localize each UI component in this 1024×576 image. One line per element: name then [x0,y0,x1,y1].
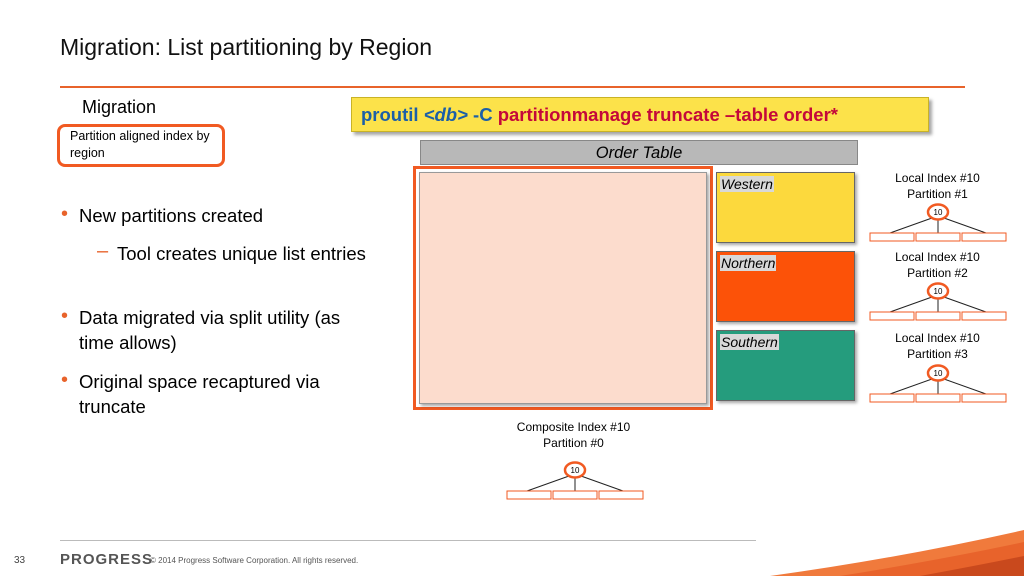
bullet-item: • Original space recaptured via truncate [61,369,379,419]
bullet-text: Data migrated via split utility (as time… [79,307,341,353]
node-value: 10 [934,208,943,217]
index-name: Composite Index #10 [516,420,631,434]
command-box: proutil <db> -C partitionmanage truncate… [351,97,929,132]
node-value: 10 [934,287,943,296]
slide-title: Migration: List partitioning by Region [60,34,433,60]
partition-western: Western [716,172,855,243]
index-label: Local Index #10 Partition #1 [880,170,995,202]
command-action: partitionmanage truncate –table order* [497,104,838,125]
partition-label: Northern [720,255,777,271]
callout-text: Partition aligned index by region [70,129,210,160]
index-tree-diagram: 10 [506,461,644,500]
partition-label: Southern [720,334,779,350]
bullet-dot-icon: • [61,203,69,225]
bullet-text: Tool creates unique list entries [117,243,366,264]
index-label: Local Index #10 Partition #2 [880,249,995,281]
index-partition: Partition #3 [907,347,968,361]
index-name: Local Index #10 [895,250,980,264]
partition-southern: Southern [716,330,855,401]
node-value: 10 [571,466,580,475]
index-partition: Partition #0 [543,436,604,450]
title-divider [60,86,965,88]
index-label: Composite Index #10 Partition #0 [496,419,651,451]
command-db-arg: <db> [423,104,468,125]
dash-icon: – [97,240,109,262]
index-tree-diagram: 10 [869,203,1007,242]
callout-box [57,124,225,167]
index-name: Local Index #10 [895,331,980,345]
node-value: 10 [934,369,943,378]
command-flag: -C [467,104,498,125]
order-table-header: Order Table [420,140,858,165]
progress-logo: PROGRESS [60,551,154,568]
index-label: Local Index #10 Partition #3 [880,330,995,362]
bullet-dot-icon: • [61,369,69,391]
sub-bullet-item: – Tool creates unique list entries [97,240,367,266]
corner-swoosh-decoration [770,530,1024,576]
index-tree-diagram: 10 [869,282,1007,321]
bullet-item: • New partitions created [61,203,379,228]
footer-divider [60,540,756,541]
index-tree-diagram: 10 [869,364,1007,403]
index-partition: Partition #2 [907,266,968,280]
partition-label: Western [720,176,774,192]
original-space-highlight [413,166,713,410]
index-name: Local Index #10 [895,171,980,185]
migration-label: Migration [82,97,157,117]
index-partition: Partition #1 [907,187,968,201]
partition-northern: Northern [716,251,855,322]
copyright-text: © 2014 Progress Software Corporation. Al… [150,556,359,565]
bullet-dot-icon: • [61,305,69,327]
original-space-box [419,172,707,404]
bullet-text: Original space recaptured via truncate [79,371,320,417]
bullet-text: New partitions created [79,205,264,226]
command-program: proutil [361,104,424,125]
page-number: 33 [14,555,26,566]
bullet-item: • Data migrated via split utility (as ti… [61,305,369,355]
